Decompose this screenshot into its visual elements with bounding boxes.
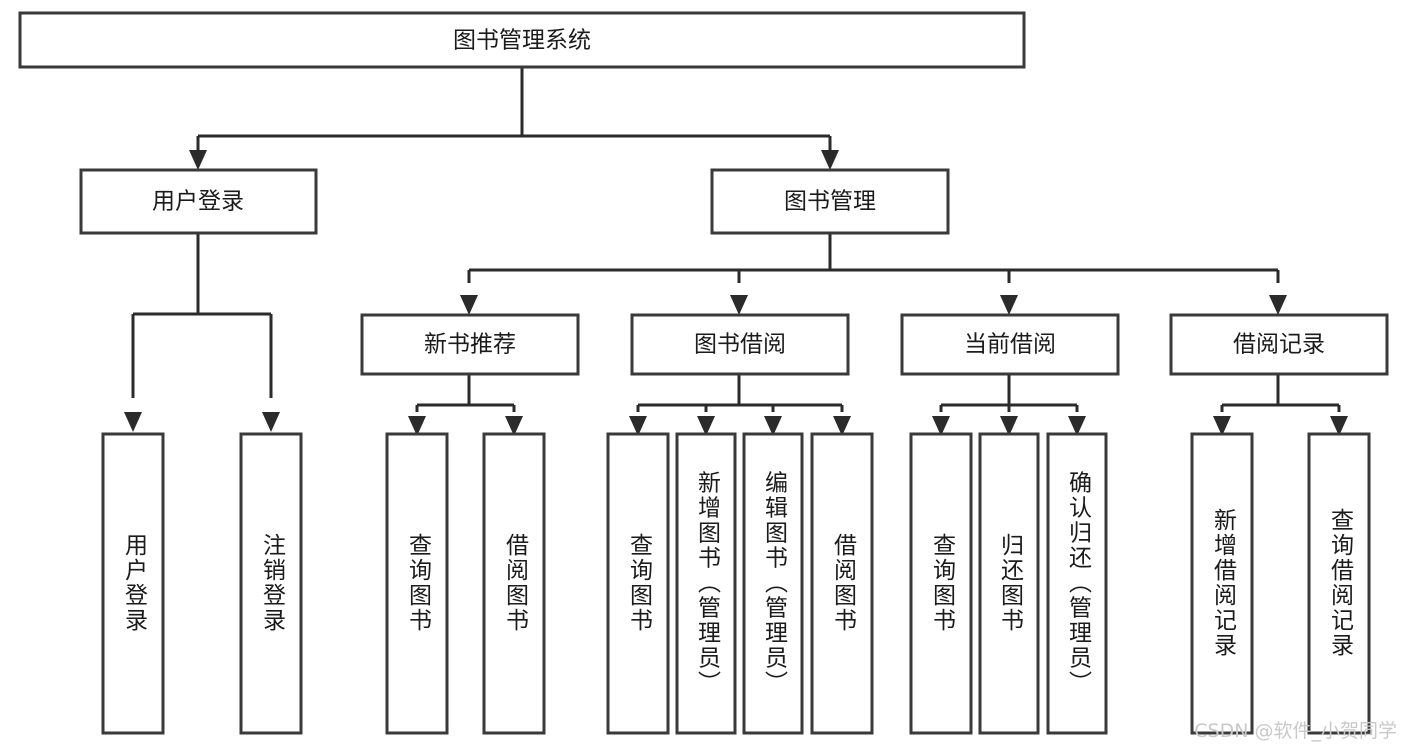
node-book-management-box xyxy=(710,168,950,235)
node-leaf-query-book-1[interactable]: 查询图书 xyxy=(385,432,449,735)
node-book-borrow[interactable]: 图书借阅 xyxy=(630,313,850,376)
arrow-head-book-management xyxy=(821,150,839,170)
node-current-borrow-box xyxy=(900,313,1120,376)
node-leaf-logout-box xyxy=(239,432,303,735)
arrow-head-new-book-recommend xyxy=(460,295,478,315)
node-borrow-record-label: 借阅记录 xyxy=(1233,332,1325,358)
node-leaf-borrow-book-2-label: 借阅图书 xyxy=(830,533,858,633)
node-leaf-borrow-book-2[interactable]: 借阅图书 xyxy=(810,432,874,735)
arrow-head-user-login xyxy=(189,150,207,170)
node-current-borrow[interactable]: 当前借阅 xyxy=(900,313,1120,376)
node-leaf-query-record-box xyxy=(1307,432,1371,735)
node-book-borrow-label: 图书借阅 xyxy=(694,332,786,358)
node-borrow-record-box xyxy=(1169,313,1389,376)
node-new-book-recommend-label: 新书推荐 xyxy=(424,332,516,358)
node-leaf-query-record-label: 查询借阅记录 xyxy=(1327,508,1355,658)
node-leaf-return-book-box xyxy=(978,432,1040,735)
node-leaf-query-book-1-label: 查询图书 xyxy=(405,533,433,633)
node-user-login[interactable]: 用户登录 xyxy=(79,168,318,235)
arrow-head-borrow-record xyxy=(1269,295,1287,315)
node-leaf-logout-label: 注销登录 xyxy=(259,533,287,633)
node-leaf-query-book-3-box xyxy=(909,432,973,735)
arrow-head-leaf-user-login xyxy=(124,412,142,432)
connector-layer xyxy=(124,67,1348,436)
csdn-watermark: CSDN @软件_小贺同学 xyxy=(1194,720,1397,742)
node-leaf-user-login-box xyxy=(101,432,165,735)
node-new-book-recommend-box xyxy=(360,313,580,376)
node-leaf-edit-book-box xyxy=(742,432,804,735)
node-user-login-box xyxy=(79,168,318,235)
node-leaf-add-record[interactable]: 新增借阅记录 xyxy=(1190,432,1254,735)
node-leaf-return-book-label: 归还图书 xyxy=(997,533,1025,633)
node-root-label: 图书管理系统 xyxy=(453,28,591,54)
node-new-book-recommend[interactable]: 新书推荐 xyxy=(360,313,580,376)
node-book-management-label: 图书管理 xyxy=(784,189,876,215)
node-leaf-query-book-3[interactable]: 查询图书 xyxy=(909,432,973,735)
node-current-borrow-label: 当前借阅 xyxy=(964,332,1056,358)
node-book-borrow-box xyxy=(630,313,850,376)
node-leaf-query-book-2-label: 查询图书 xyxy=(626,533,654,633)
node-leaf-logout[interactable]: 注销登录 xyxy=(239,432,303,735)
node-leaf-borrow-book-1[interactable]: 借阅图书 xyxy=(482,432,546,735)
arrow-head-book-borrow xyxy=(730,295,748,315)
node-leaf-add-book[interactable]: 新增图书（管理员） xyxy=(675,432,737,735)
node-leaf-user-login-label: 用户登录 xyxy=(121,533,149,633)
node-leaf-edit-book[interactable]: 编辑图书（管理员） xyxy=(742,432,804,735)
arrow-head-current-borrow xyxy=(1000,295,1018,315)
node-leaf-confirm-return[interactable]: 确认归还（管理员） xyxy=(1046,432,1108,735)
node-leaf-query-record[interactable]: 查询借阅记录 xyxy=(1307,432,1371,735)
node-leaf-borrow-book-2-box xyxy=(810,432,874,735)
node-leaf-confirm-return-label: 确认归还（管理员） xyxy=(1065,471,1093,696)
node-leaf-query-book-1-box xyxy=(385,432,449,735)
node-leaf-add-record-box xyxy=(1190,432,1254,735)
arrow-head-leaf-logout xyxy=(262,412,280,432)
node-leaf-borrow-book-1-label: 借阅图书 xyxy=(502,533,530,633)
node-root-box xyxy=(18,11,1026,69)
node-leaf-add-book-box xyxy=(675,432,737,735)
node-borrow-record[interactable]: 借阅记录 xyxy=(1169,313,1389,376)
node-leaf-query-book-3-label: 查询图书 xyxy=(929,533,957,633)
node-leaf-confirm-return-box xyxy=(1046,432,1108,735)
node-leaf-return-book[interactable]: 归还图书 xyxy=(978,432,1040,735)
node-leaf-add-book-label: 新增图书（管理员） xyxy=(694,471,722,696)
node-book-management[interactable]: 图书管理 xyxy=(710,168,950,235)
node-root-title[interactable]: 图书管理系统 xyxy=(18,11,1026,69)
node-user-login-label: 用户登录 xyxy=(152,189,244,215)
node-leaf-edit-book-label: 编辑图书（管理员） xyxy=(761,471,789,696)
node-leaf-add-record-label: 新增借阅记录 xyxy=(1210,508,1238,658)
node-leaf-user-login[interactable]: 用户登录 xyxy=(101,432,165,735)
node-leaf-query-book-2[interactable]: 查询图书 xyxy=(606,432,670,735)
node-leaf-query-book-2-box xyxy=(606,432,670,735)
node-leaf-borrow-book-1-box xyxy=(482,432,546,735)
